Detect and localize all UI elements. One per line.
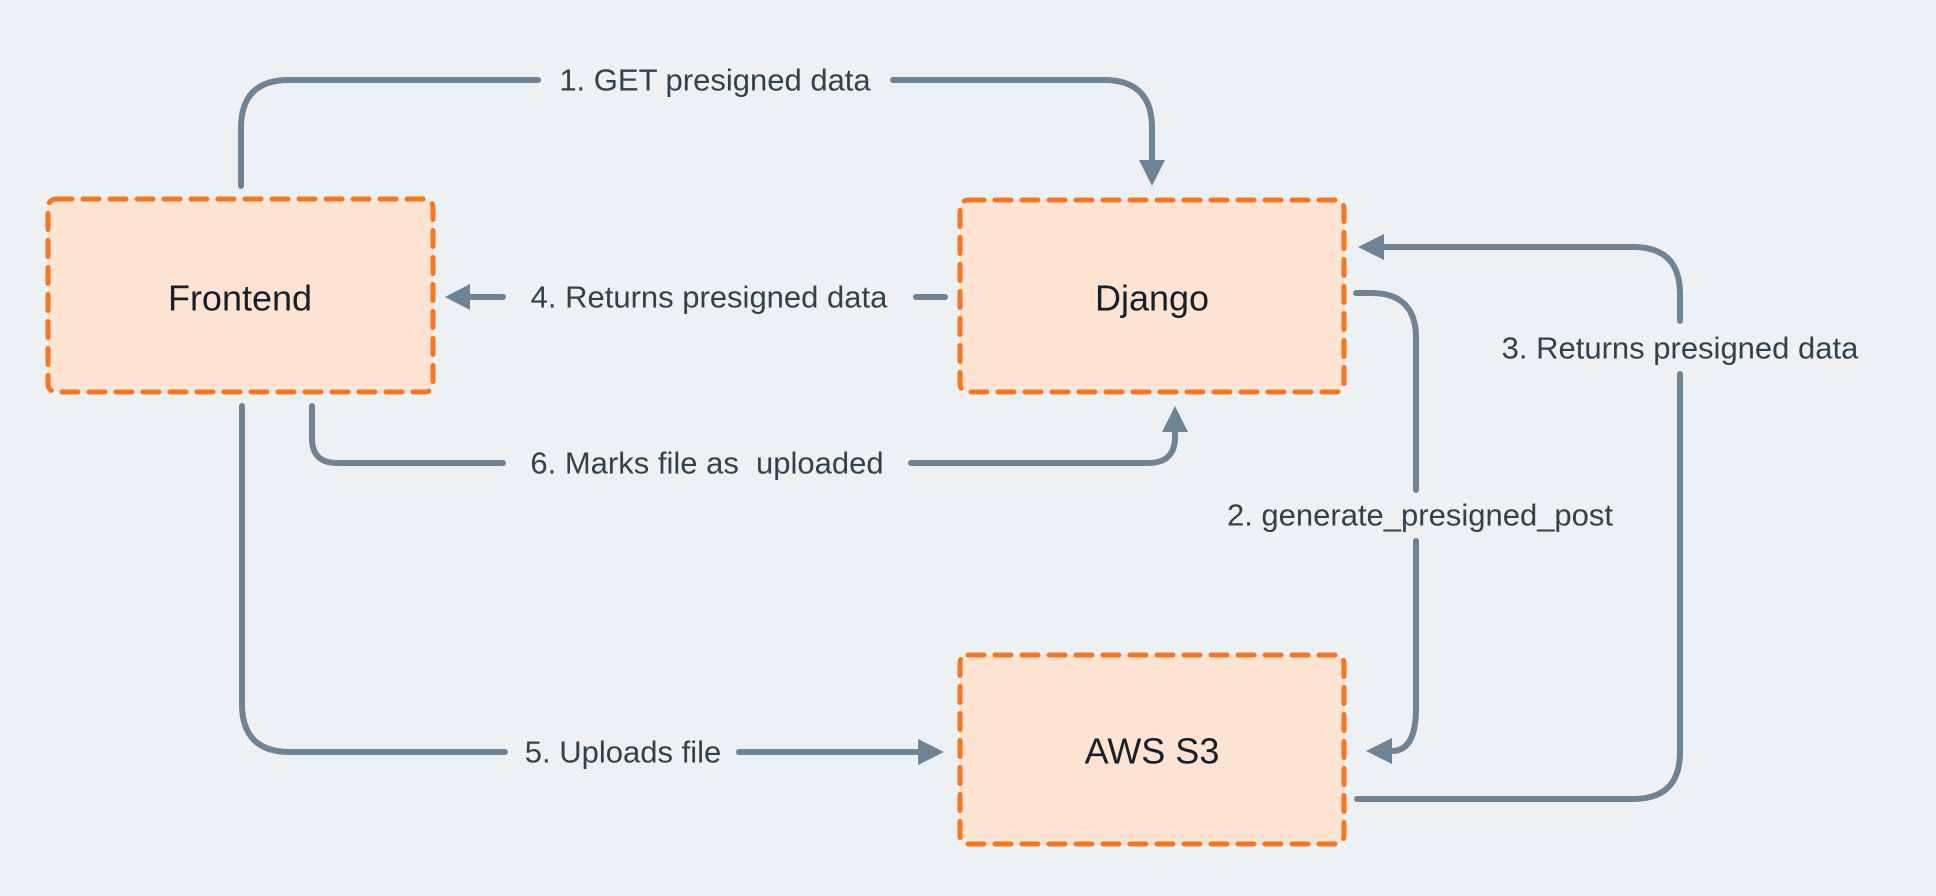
edge-5-label: 5. Uploads file [525, 735, 721, 770]
edge-5-line-start [239, 403, 508, 755]
edge-5-arrowhead [918, 739, 944, 765]
edge-6-marks-file-uploaded: 6. Marks file as uploaded [309, 403, 1188, 485]
edge-6-line-start [309, 403, 506, 466]
edge-4-label: 4. Returns presigned data [531, 280, 888, 315]
node-aws-s3: AWS S3 [957, 652, 1347, 847]
edge-6-label: 6. Marks file as uploaded [530, 446, 883, 481]
node-django-box [957, 197, 1347, 395]
node-frontend-box [45, 196, 436, 395]
node-django-label: Django [1095, 278, 1209, 319]
edge-3-line-end [1381, 244, 1683, 324]
edge-1-get-presigned-data: 1. GET presigned data [238, 58, 1165, 189]
edge-3-returns-presigned-data: 3. Returns presigned data [1354, 234, 1864, 802]
edge-1-arrowhead [1139, 160, 1165, 186]
edge-1-line-start [238, 77, 541, 189]
edge-4-returns-presigned-data: 4. Returns presigned data [445, 275, 948, 319]
edge-2-arrowhead [1366, 738, 1392, 764]
edge-5-uploads-file: 5. Uploads file [239, 403, 944, 774]
edge-1-line-end [890, 77, 1155, 163]
edge-3-label: 3. Returns presigned data [1502, 331, 1859, 366]
node-aws-s3-box [957, 652, 1347, 847]
node-frontend-label: Frontend [168, 278, 312, 319]
edge-6-arrowhead [1162, 406, 1188, 432]
node-aws-s3-label: AWS S3 [1085, 731, 1220, 772]
node-django: Django [957, 197, 1347, 395]
edge-3-arrowhead [1358, 234, 1384, 260]
edge-2-generate-presigned-post: 2. generate_presigned_post [1222, 290, 1618, 764]
node-frontend: Frontend [45, 196, 436, 395]
edge-2-label: 2. generate_presigned_post [1227, 498, 1613, 533]
edge-2-line-end [1389, 538, 1419, 754]
edge-2-line-start [1353, 290, 1419, 493]
edge-3-line-start [1354, 371, 1683, 802]
edge-1-label: 1. GET presigned data [559, 63, 871, 98]
edge-4-arrowhead [445, 284, 470, 310]
edge-6-line-end [908, 429, 1178, 466]
